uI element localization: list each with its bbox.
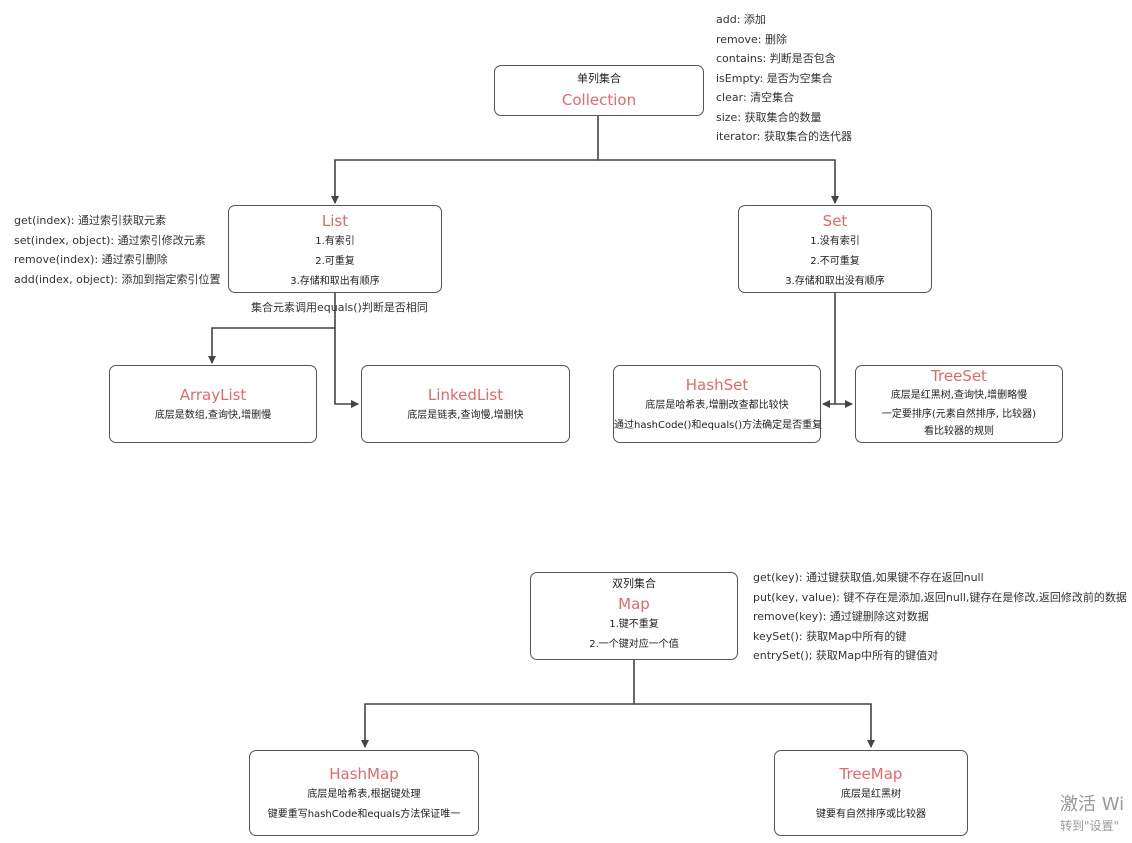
map-method: remove(key): 通过键删除这对数据 (753, 610, 929, 623)
arraylist-title: ArrayList (179, 386, 247, 404)
map-method: entrySet(); 获取Map中所有的键值对 (753, 649, 939, 662)
map-node: 双列集合 Map 1.键不重复 2.一个键对应一个值 (530, 572, 738, 660)
arraylist-line: 底层是数组,查询快,增删慢 (154, 410, 272, 421)
edge-map-hashmap (361, 660, 635, 748)
hashmap-line: 键要重写hashCode和equals方法保证唯一 (267, 809, 461, 820)
collection-node: 单列集合 Collection (494, 65, 704, 116)
linkedlist-node: LinkedList 底层是链表,查询慢,增删快 (361, 365, 570, 443)
edge-map-treemap (634, 703, 875, 748)
list-caption: 集合元素调用equals()判断是否相同 (251, 301, 428, 314)
set-line: 3.存储和取出没有顺序 (785, 276, 885, 287)
map-methods: get(key): 通过键获取值,如果键不存在返回null put(key, v… (753, 568, 1127, 666)
hashset-line: 通过hashCode()和equals()方法确定是否重复 (614, 420, 823, 431)
treeset-line: 一定要排序(元素自然排序, 比较器) (881, 409, 1037, 420)
list-methods: get(index): 通过索引获取元素 set(index, object):… (14, 211, 220, 289)
map-line: 2.一个键对应一个值 (589, 639, 679, 650)
treemap-line: 键要有自然排序或比较器 (816, 809, 926, 820)
map-title: Map (618, 595, 650, 613)
set-line: 2.不可重复 (810, 256, 860, 267)
list-method: set(index, object): 通过索引修改元素 (14, 233, 206, 247)
collection-methods: add: 添加 remove: 删除 contains: 判断是否包含 isEm… (716, 10, 852, 147)
edge-list-arraylist (208, 327, 335, 364)
map-line: 1.键不重复 (609, 619, 659, 630)
collection-method: size: 获取集合的数量 (716, 110, 822, 124)
hashmap-title: HashMap (329, 765, 399, 783)
list-line: 3.存储和取出有顺序 (290, 276, 380, 287)
edge-set-hashset (822, 292, 836, 408)
edge-list-linkedlist (334, 292, 359, 408)
map-subtitle: 双列集合 (612, 577, 656, 590)
collection-title: Collection (561, 91, 637, 109)
list-title: List (321, 212, 349, 230)
map-method: get(key): 通过键获取值,如果键不存在返回null (753, 571, 984, 584)
treemap-node: TreeMap 底层是红黑树 键要有自然排序或比较器 (774, 750, 968, 836)
treeset-line: 底层是红黑树,查询快,增删略慢 (890, 390, 1028, 401)
map-method: keySet(): 获取Map中所有的键 (753, 629, 907, 643)
linkedlist-line: 底层是链表,查询慢,增删快 (407, 410, 524, 421)
hashset-title: HashSet (685, 376, 749, 394)
list-method: get(index): 通过索引获取元素 (14, 214, 166, 227)
hashmap-line: 底层是哈希表,根据键处理 (307, 789, 421, 800)
hashset-line: 底层是哈希表,增删改查都比较快 (645, 400, 789, 411)
list-line: 1.有索引 (315, 236, 355, 247)
arraylist-node: ArrayList 底层是数组,查询快,增删慢 (109, 365, 317, 443)
treemap-line: 底层是红黑树 (841, 789, 901, 800)
list-node: List 1.有索引 2.可重复 3.存储和取出有顺序 (228, 205, 442, 293)
edge-collection-list (331, 115, 599, 204)
collection-method: isEmpty: 是否为空集合 (716, 71, 833, 85)
list-line: 2.可重复 (315, 256, 355, 267)
treeset-title: TreeSet (931, 367, 987, 385)
set-line: 1.没有索引 (810, 236, 860, 247)
list-method: remove(index): 通过索引删除 (14, 253, 168, 266)
collection-method: add: 添加 (716, 13, 766, 26)
collection-method: contains: 判断是否包含 (716, 52, 836, 65)
treemap-title: TreeMap (839, 765, 903, 783)
treeset-line: 看比较器的规则 (924, 426, 994, 437)
activation-watermark-title: 激活 Wi (1060, 794, 1125, 815)
set-node: Set 1.没有索引 2.不可重复 3.存储和取出没有顺序 (738, 205, 932, 293)
edge-collection-set (598, 159, 839, 204)
collection-subtitle: 单列集合 (577, 72, 621, 85)
map-method: put(key, value): 键不存在是添加,返回null,键存在是修改,返… (753, 590, 1127, 604)
collection-method: iterator: 获取集合的迭代器 (716, 130, 852, 143)
list-method: add(index, object): 添加到指定索引位置 (14, 272, 221, 286)
treeset-node: TreeSet 底层是红黑树,查询快,增删略慢 一定要排序(元素自然排序, 比较… (855, 365, 1063, 443)
hashset-node: HashSet 底层是哈希表,增删改查都比较快 通过hashCode()和equ… (613, 365, 823, 443)
linkedlist-title: LinkedList (427, 386, 504, 404)
collection-method: clear: 清空集合 (716, 91, 795, 104)
activation-watermark-subtitle: 转到"设置" (1060, 819, 1120, 833)
collection-method: remove: 删除 (716, 32, 787, 46)
hashmap-node: HashMap 底层是哈希表,根据键处理 键要重写hashCode和equals… (249, 750, 479, 836)
set-title: Set (822, 212, 848, 230)
